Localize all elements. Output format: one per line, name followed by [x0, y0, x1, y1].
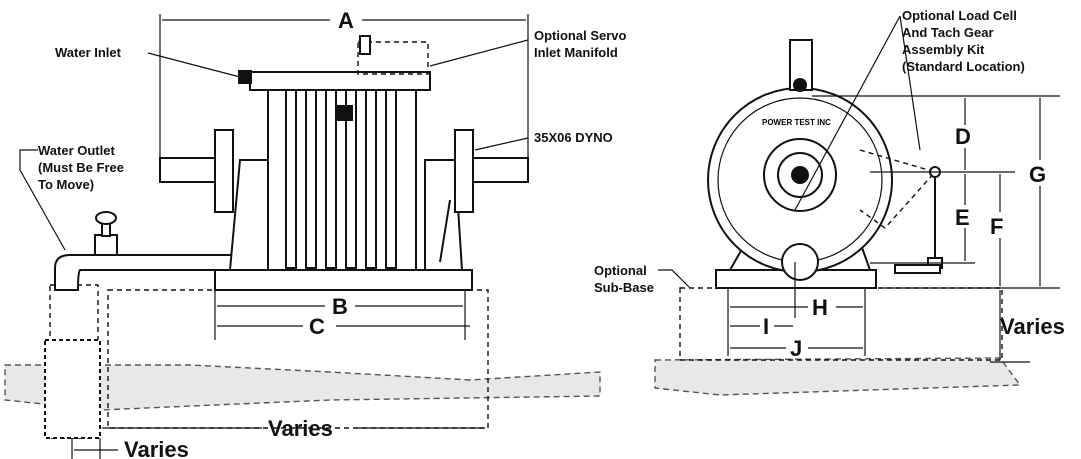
end-nameplate: POWER TEST INC: [762, 118, 831, 127]
subbase-label-line2: Sub-Base: [594, 280, 654, 295]
water-outlet-label-line1: Water Outlet: [38, 143, 115, 158]
load-cell-label-line4: (Standard Location): [902, 59, 1025, 74]
subbase-leader: [658, 269, 691, 289]
dim-h-label: H: [812, 295, 828, 320]
body-nameplate: [335, 105, 353, 121]
dim-j-label: J: [790, 336, 802, 361]
load-cell-label-line3: Assembly Kit: [902, 42, 985, 57]
right-flange: [454, 129, 474, 213]
water-outlet-pipe-lower: [44, 339, 101, 439]
dim-g-label: G: [1029, 162, 1046, 187]
servo-leader: [429, 39, 529, 67]
end-sub-base: [679, 287, 1003, 361]
load-cell-foot: [894, 264, 941, 274]
dim-varies-left-label: Varies: [124, 437, 189, 459]
water-outlet-leader: [19, 149, 66, 251]
side-ground: [4, 364, 601, 411]
dim-a-label: A: [338, 8, 354, 33]
dim-b-label: B: [332, 294, 348, 319]
water-inlet-leader: [147, 52, 241, 78]
dyno-base-plate: [214, 269, 473, 291]
dim-c-label: C: [309, 314, 325, 339]
water-inlet-label: Water Inlet: [55, 45, 122, 60]
dim-e-label: E: [955, 205, 970, 230]
dim-i-label: I: [763, 314, 769, 339]
load-cell-arm: [859, 149, 937, 229]
left-shaft: [159, 157, 216, 183]
end-view: POWER TEST INC Optional Load Cell And Ta…: [594, 8, 1065, 396]
dyno-model-label: 35X06 DYNO: [534, 130, 613, 145]
cooling-tubes: [285, 89, 397, 269]
end-shaft-bearing: [781, 243, 819, 281]
water-inlet-fitting: [238, 70, 252, 84]
load-cell-leader-a: [794, 15, 901, 211]
dyno-leader: [474, 137, 529, 151]
end-top-servo-knob: [793, 78, 807, 92]
end-hub-inner: [791, 166, 809, 184]
outlet-valve-handwheel: [95, 211, 117, 225]
side-view: Water Inlet Optional Servo Inlet Manifol…: [4, 8, 627, 459]
dim-d-label: D: [955, 124, 971, 149]
servo-label-line1: Optional Servo: [534, 28, 627, 43]
water-outlet-label-line2: (Must Be Free: [38, 160, 124, 175]
load-cell-leader-b: [899, 15, 921, 151]
load-cell-label-line2: And Tach Gear: [902, 25, 994, 40]
servo-label-line2: Inlet Manifold: [534, 45, 618, 60]
subbase-label-line1: Optional: [594, 263, 647, 278]
end-ground: [654, 357, 1022, 396]
dim-f-label: F: [990, 214, 1003, 239]
water-outlet-label-line3: To Move): [38, 177, 94, 192]
load-cell-label-line1: Optional Load Cell: [902, 8, 1017, 23]
pedestal-lever: [439, 199, 451, 263]
servo-manifold: [357, 41, 429, 75]
left-pedestal: [228, 159, 271, 271]
right-shaft: [469, 157, 529, 183]
servo-valve: [359, 35, 371, 55]
dim-varies-right-label: Varies: [1000, 314, 1065, 339]
dim-varies-bottom-label: Varies: [268, 416, 333, 441]
left-flange: [214, 129, 234, 213]
outlet-valve-body: [94, 234, 118, 256]
